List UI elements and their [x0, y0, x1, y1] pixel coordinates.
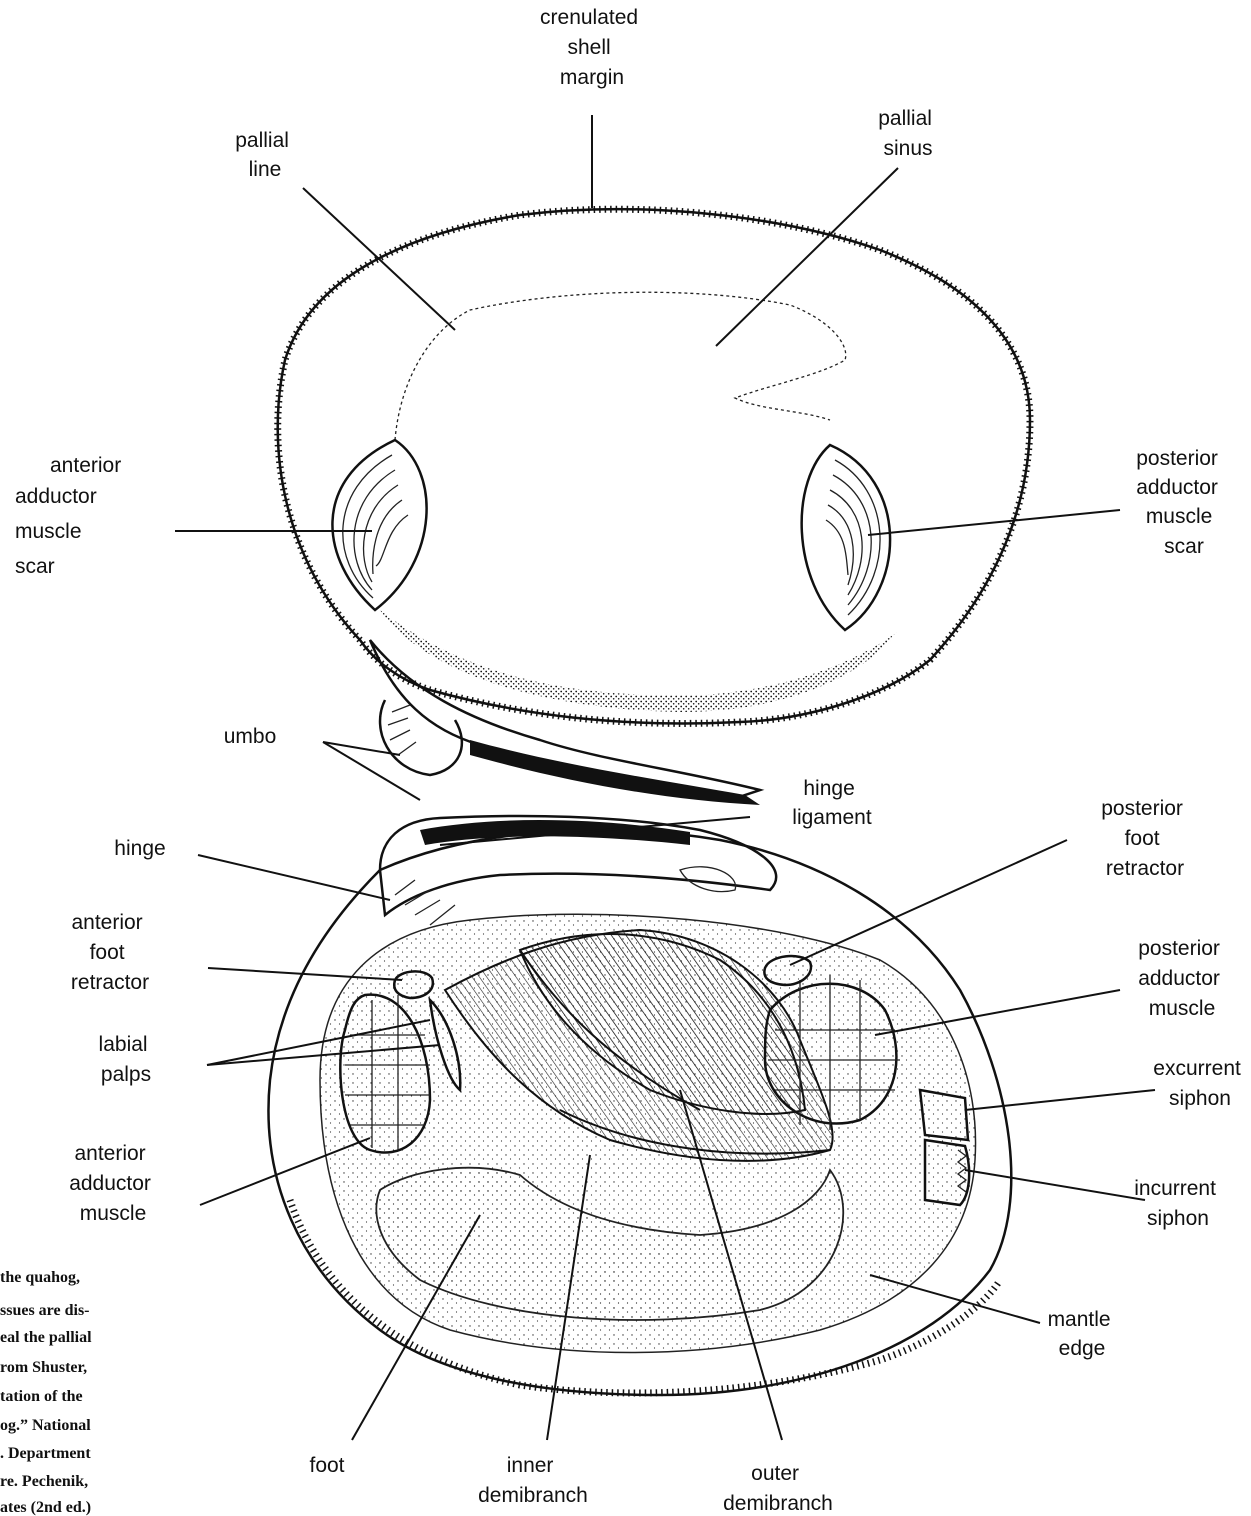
figure-caption-fragment: the quahog, ssues are dis- eal the palli…	[0, 1269, 96, 1516]
label-outer-demibranch: outer demibranch	[723, 1462, 833, 1515]
label-excurrent-siphon: excurrent siphon	[1153, 1057, 1246, 1110]
label-anterior-adductor-muscle-scar: anterior adductor muscle scar	[15, 454, 127, 578]
label-crenulated-shell-margin: crenulated shell margin	[540, 6, 644, 89]
label-anterior-foot-retractor: anterior foot retractor	[71, 911, 149, 994]
label-hinge-ligament: hinge ligament	[792, 777, 872, 829]
label-posterior-adductor-muscle-scar: posterior adductor muscle scar	[1136, 447, 1224, 558]
label-anterior-adductor-muscle: anterior adductor muscle	[69, 1142, 157, 1225]
label-inner-demibranch: inner demibranch	[478, 1454, 588, 1507]
label-incurrent-siphon: incurrent siphon	[1134, 1177, 1222, 1230]
label-foot: foot	[309, 1454, 344, 1477]
posterior-adductor-scar-drawing	[802, 445, 890, 630]
label-posterior-foot-retractor: posterior foot retractor	[1101, 797, 1189, 880]
label-mantle-edge: mantle edge	[1048, 1308, 1117, 1360]
label-labial-palps: labial palps	[99, 1033, 154, 1086]
upper-valve	[278, 209, 1030, 805]
label-pallial-line: pallial line	[235, 129, 295, 181]
label-posterior-adductor-muscle: posterior adductor muscle	[1138, 937, 1226, 1020]
label-pallial-sinus: pallial sinus	[878, 107, 938, 160]
lower-valve	[268, 816, 1011, 1395]
label-hinge: hinge	[114, 837, 165, 860]
label-umbo: umbo	[224, 725, 277, 748]
anterior-adductor-scar-drawing	[332, 440, 426, 610]
